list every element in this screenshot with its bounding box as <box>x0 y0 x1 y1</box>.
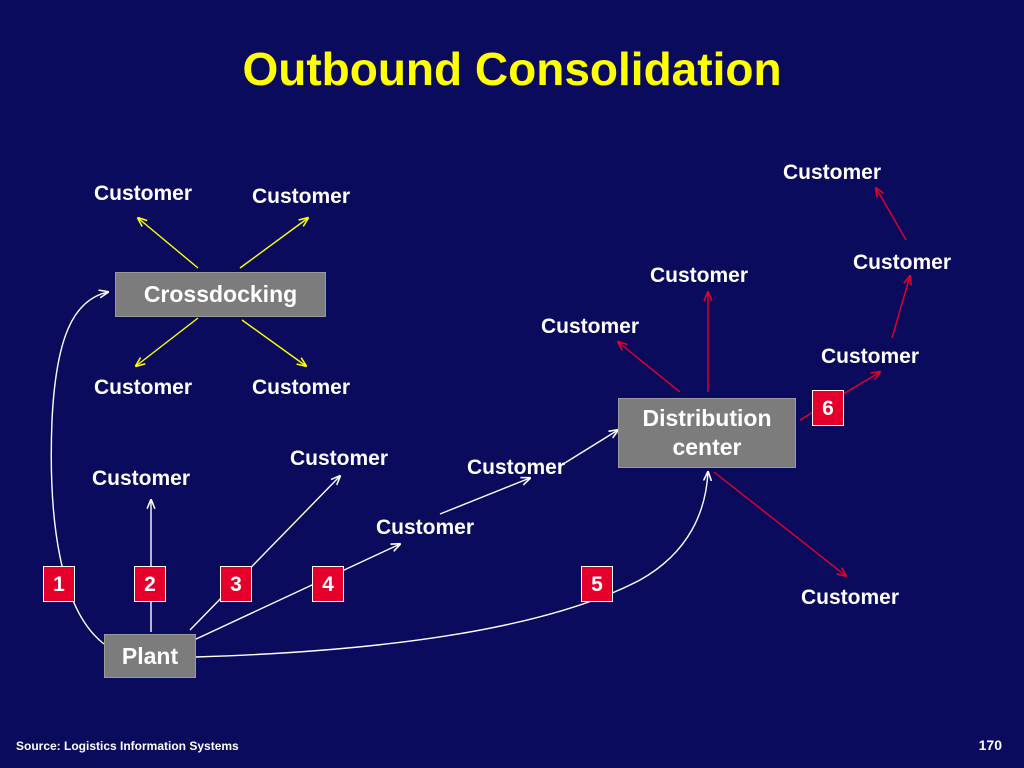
customer-dc-route-2: Customer <box>853 251 952 274</box>
badge-5: 5 <box>581 566 613 602</box>
customer-dc-top: Customer <box>650 264 749 287</box>
crossdock-arrow-lower-right <box>241 319 306 366</box>
slide-title: Outbound Consolidation <box>242 43 782 95</box>
customer-plant-route-a: Customer <box>376 516 475 539</box>
plant-to-customer-arrow-4 <box>193 544 400 641</box>
plant-to-customer-arrow-3 <box>189 476 340 631</box>
dc-label-line2: center <box>672 434 742 460</box>
badge-4: 4 <box>312 566 344 602</box>
crossdock-arrow-lower-left <box>136 317 199 366</box>
source-footer: Source: Logistics Information Systems <box>16 739 239 753</box>
customer-plant-direct: Customer <box>92 467 191 490</box>
customer-to-customer-arrow-4 <box>439 478 530 515</box>
crossdock-arrow-upper-left <box>138 218 199 269</box>
plant-to-dc-arrow-5 <box>195 472 708 658</box>
dc-arrow-lower-customer <box>713 471 846 576</box>
customer-to-dc-arrow-4 <box>559 430 618 467</box>
customer-crossdock-lower-left: Customer <box>94 376 193 399</box>
badge-6: 6 <box>812 390 844 426</box>
plant-to-crossdock-arrow <box>50 292 108 645</box>
page-number: 170 <box>978 737 1002 753</box>
customer-plant-route-b: Customer <box>467 456 566 479</box>
plant-label: Plant <box>121 643 179 669</box>
dc-arrow-route-2 <box>891 276 910 339</box>
customer-crossdock-upper-left: Customer <box>94 182 193 205</box>
customer-crossdock-lower-right: Customer <box>252 376 351 399</box>
dc-arrow-left-customer <box>618 342 681 393</box>
crossdocking-box: Crossdocking <box>115 272 326 317</box>
badge-2: 2 <box>134 566 166 602</box>
customer-dc-route-3: Customer <box>783 161 882 184</box>
customer-crossdock-upper-right: Customer <box>252 185 351 208</box>
crossdocking-label: Crossdocking <box>143 281 298 307</box>
plant-box: Plant <box>104 634 196 678</box>
dc-label-line1: Distribution <box>642 405 772 431</box>
customer-dc-lower: Customer <box>801 586 900 609</box>
customer-plant-milkrun-1: Customer <box>290 447 389 470</box>
dc-arrow-route-3 <box>876 188 907 241</box>
distribution-center-box: Distribution center <box>618 398 796 468</box>
customer-dc-route-1: Customer <box>821 345 920 368</box>
badge-1: 1 <box>43 566 75 602</box>
customer-dc-left: Customer <box>541 315 640 338</box>
badge-3: 3 <box>220 566 252 602</box>
crossdock-arrow-upper-right <box>239 218 308 269</box>
